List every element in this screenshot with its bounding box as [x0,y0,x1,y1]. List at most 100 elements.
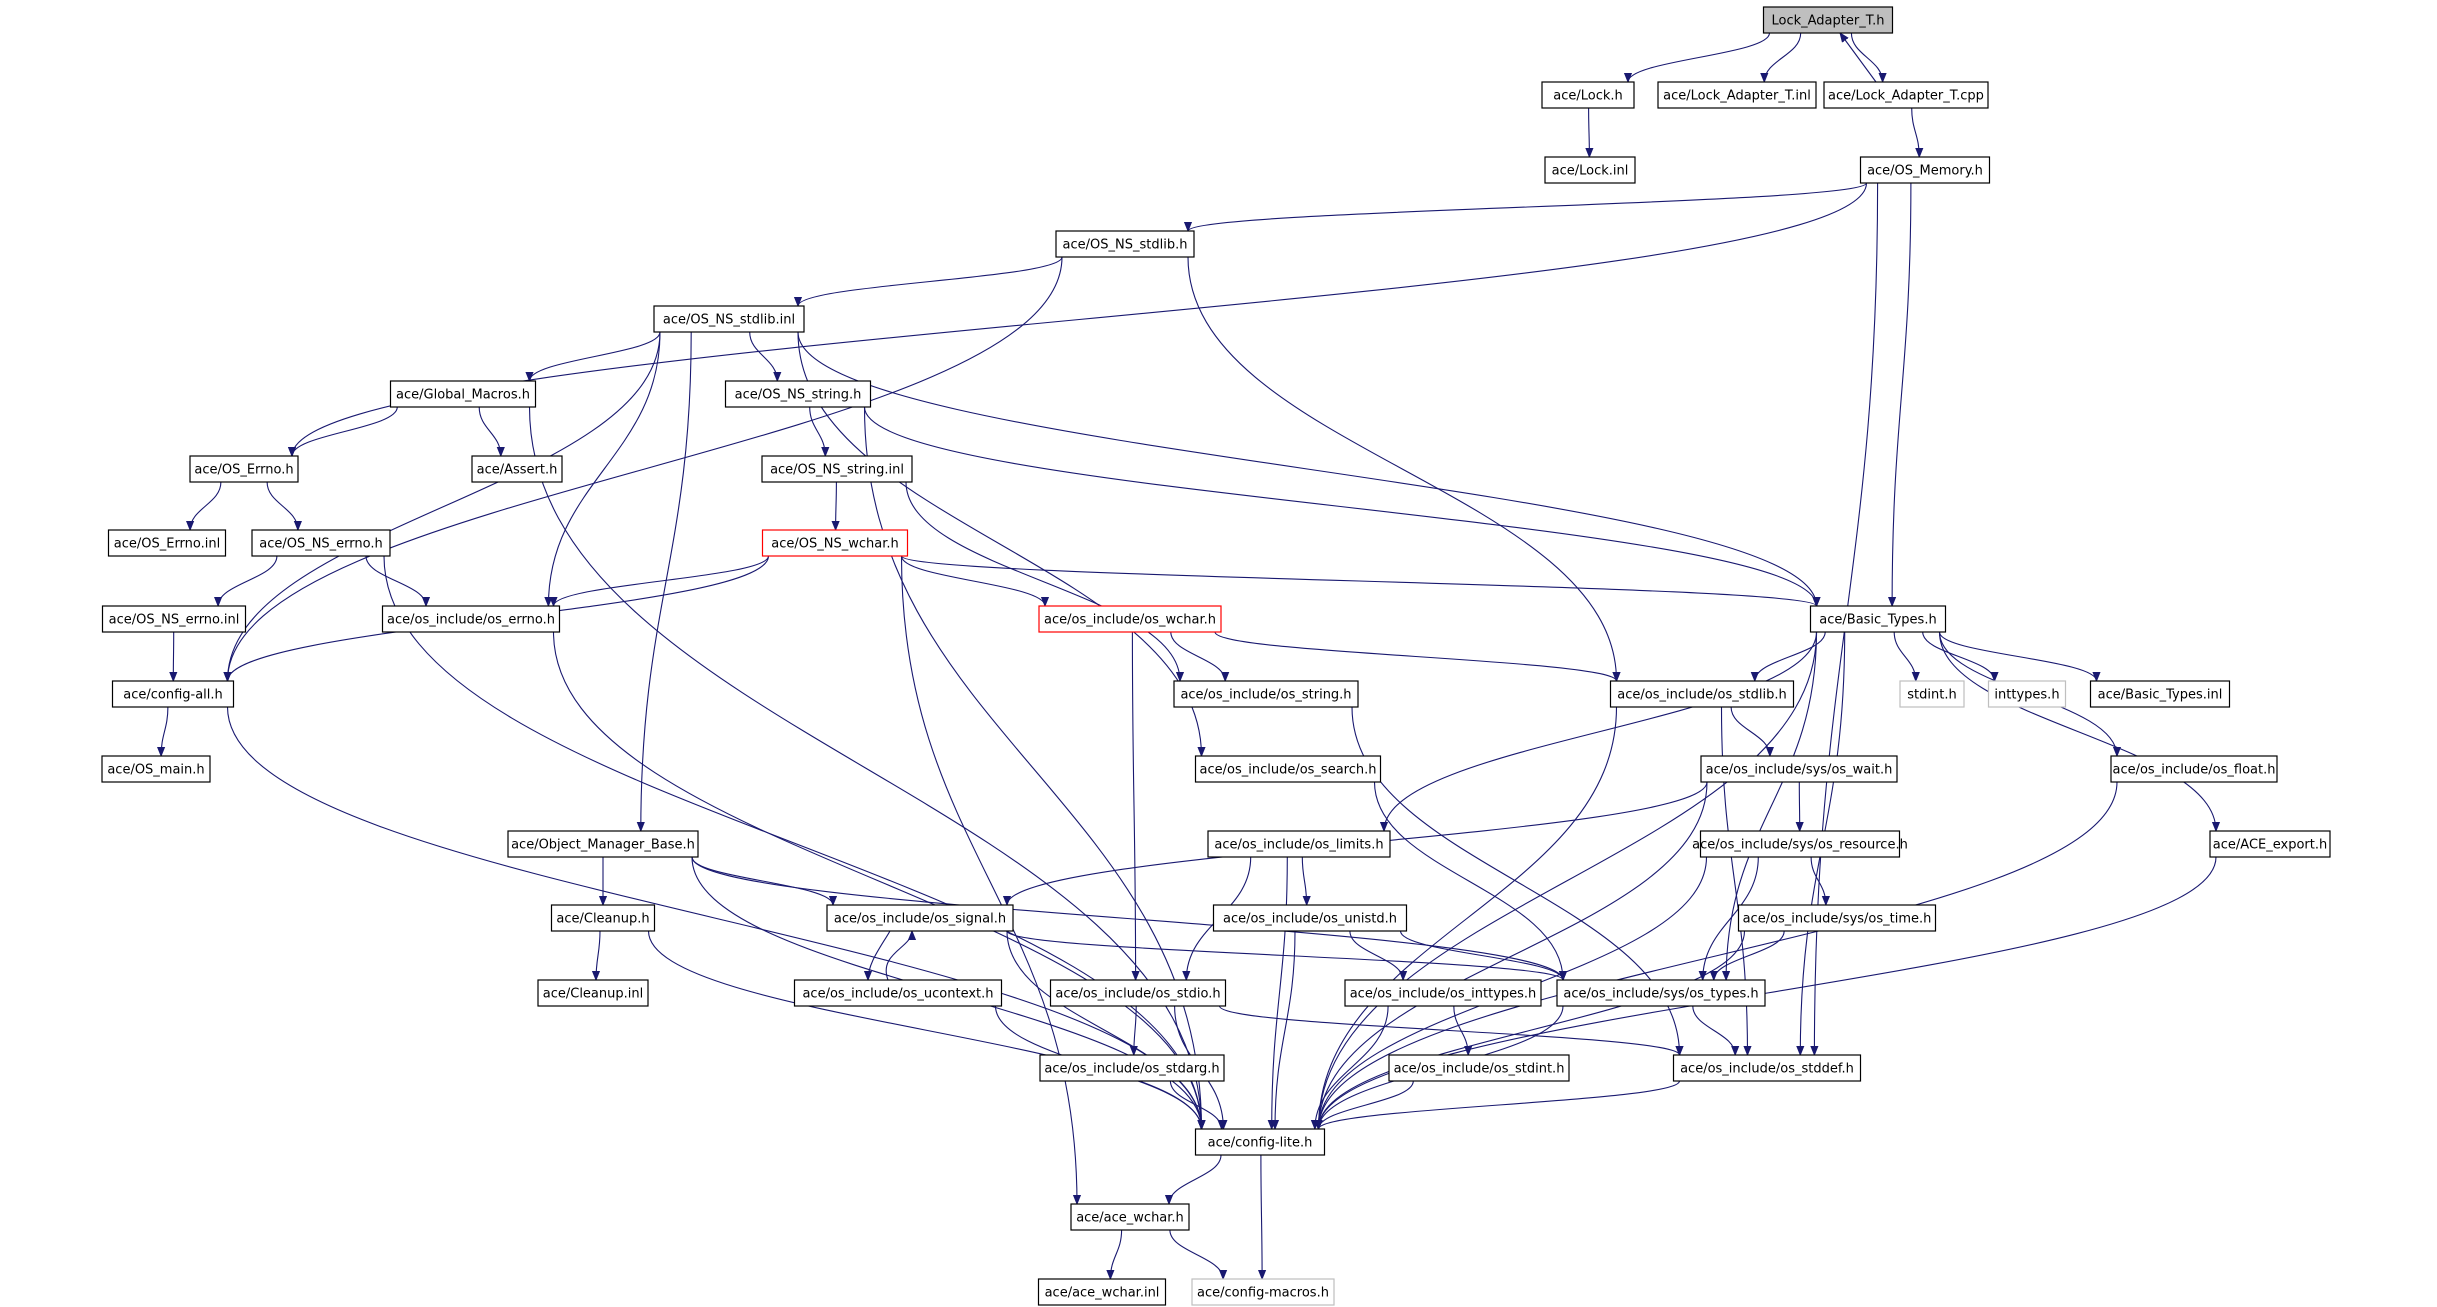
node-n40[interactable]: ace/os_include/os_stdio.h [1049,979,1227,1007]
node-box[interactable] [1544,156,1636,184]
node-n22[interactable]: ace/os_include/os_stdlib.h [1609,680,1795,708]
node-box[interactable] [793,979,1003,1007]
node-box[interactable] [1987,680,2067,708]
node-box[interactable] [1556,979,1766,1007]
node-n45[interactable]: ace/os_include/os_stddef.h [1672,1054,1862,1082]
node-n19[interactable]: ace/Basic_Types.h [1809,605,1947,633]
node-box[interactable] [550,904,656,932]
node-box[interactable] [1194,755,1382,783]
node-n26[interactable]: ace/OS_main.h [101,755,211,783]
node-box[interactable] [1762,6,1894,34]
node-n14[interactable]: ace/OS_NS_errno.h [251,529,391,557]
node-box[interactable] [761,455,913,483]
node-n24[interactable]: inttypes.h [1987,680,2067,708]
node-n5[interactable]: ace/OS_Memory.h [1859,156,1991,184]
node-box[interactable] [1194,1128,1326,1156]
node-n46[interactable]: ace/config-lite.h [1194,1128,1326,1156]
node-box[interactable] [537,979,649,1007]
node-n37[interactable]: ace/os_include/sys/os_time.h [1737,904,1937,932]
node-box[interactable] [111,680,235,708]
node-box[interactable] [1191,1278,1335,1306]
node-n48[interactable]: ace/ace_wchar.inl [1037,1278,1167,1306]
node-box[interactable] [189,455,299,483]
node-n10[interactable]: ace/OS_Errno.h [189,455,299,483]
node-n17[interactable]: ace/os_include/os_errno.h [381,605,561,633]
node-n27[interactable]: ace/os_include/os_search.h [1194,755,1382,783]
node-box[interactable] [1039,1054,1225,1082]
node-n0[interactable]: Lock_Adapter_T.h [1762,6,1894,34]
node-box[interactable] [389,380,537,408]
node-box[interactable] [1388,1054,1570,1082]
node-n9[interactable]: ace/OS_NS_string.h [724,380,872,408]
node-n2[interactable]: ace/Lock_Adapter_T.inl [1657,81,1817,109]
node-box[interactable] [251,529,391,557]
node-box[interactable] [1899,680,1965,708]
node-box[interactable] [724,380,872,408]
node-n49[interactable]: ace/config-macros.h [1191,1278,1335,1306]
node-box[interactable] [826,904,1014,932]
node-n13[interactable]: ace/OS_Errno.inl [107,529,227,557]
node-box[interactable] [1809,605,1947,633]
node-box[interactable] [101,755,211,783]
node-box[interactable] [1207,830,1391,858]
node-n39[interactable]: ace/os_include/os_ucontext.h [793,979,1003,1007]
node-box[interactable] [1700,755,1898,783]
node-n47[interactable]: ace/ace_wchar.h [1070,1203,1190,1231]
node-n32[interactable]: ace/os_include/sys/os_resource.h [1692,830,1908,858]
node-box[interactable] [1657,81,1817,109]
node-box[interactable] [1037,1278,1167,1306]
node-n16[interactable]: ace/OS_NS_errno.inl [101,605,247,633]
node-n30[interactable]: ace/Object_Manager_Base.h [507,830,699,858]
node-n29[interactable]: ace/os_include/os_float.h [2110,755,2278,783]
node-n38[interactable]: ace/Cleanup.inl [537,979,649,1007]
node-n25[interactable]: ace/Basic_Types.inl [2089,680,2231,708]
node-box[interactable] [2089,680,2231,708]
node-n41[interactable]: ace/os_include/os_inttypes.h [1344,979,1542,1007]
node-box[interactable] [1038,605,1222,633]
node-n33[interactable]: ace/ACE_export.h [2209,830,2331,858]
node-box[interactable] [1541,81,1635,109]
node-box[interactable] [1737,904,1937,932]
node-n8[interactable]: ace/Global_Macros.h [389,380,537,408]
node-box[interactable] [761,529,909,557]
node-box[interactable] [1609,680,1795,708]
node-n6[interactable]: ace/OS_NS_stdlib.h [1055,230,1195,258]
node-n20[interactable]: ace/config-all.h [111,680,235,708]
node-box[interactable] [107,529,227,557]
node-n11[interactable]: ace/Assert.h [471,455,563,483]
node-n18[interactable]: ace/os_include/os_wchar.h [1038,605,1222,633]
node-n44[interactable]: ace/os_include/os_stdint.h [1388,1054,1570,1082]
node-n43[interactable]: ace/os_include/os_stdarg.h [1039,1054,1225,1082]
node-box[interactable] [1173,680,1359,708]
node-n21[interactable]: ace/os_include/os_string.h [1173,680,1359,708]
node-box[interactable] [101,605,247,633]
node-box[interactable] [653,305,805,333]
node-box[interactable] [1212,904,1408,932]
node-box[interactable] [1672,1054,1862,1082]
node-n35[interactable]: ace/os_include/os_signal.h [826,904,1014,932]
node-n42[interactable]: ace/os_include/sys/os_types.h [1556,979,1766,1007]
node-n15[interactable]: ace/OS_NS_wchar.h [761,529,909,557]
node-box[interactable] [2110,755,2278,783]
node-n3[interactable]: ace/Lock_Adapter_T.cpp [1823,81,1989,109]
node-box[interactable] [1344,979,1542,1007]
node-box[interactable] [2209,830,2331,858]
node-n4[interactable]: ace/Lock.inl [1544,156,1636,184]
node-box[interactable] [1049,979,1227,1007]
node-box[interactable] [507,830,699,858]
node-n7[interactable]: ace/OS_NS_stdlib.inl [653,305,805,333]
node-n31[interactable]: ace/os_include/os_limits.h [1207,830,1391,858]
node-n23[interactable]: stdint.h [1899,680,1965,708]
node-box[interactable] [471,455,563,483]
node-box[interactable] [1070,1203,1190,1231]
node-box[interactable] [1699,830,1901,858]
node-n12[interactable]: ace/OS_NS_string.inl [761,455,913,483]
node-box[interactable] [1859,156,1991,184]
node-n1[interactable]: ace/Lock.h [1541,81,1635,109]
node-box[interactable] [1055,230,1195,258]
node-box[interactable] [381,605,561,633]
node-n34[interactable]: ace/Cleanup.h [550,904,656,932]
node-box[interactable] [1823,81,1989,109]
node-n28[interactable]: ace/os_include/sys/os_wait.h [1700,755,1898,783]
node-n36[interactable]: ace/os_include/os_unistd.h [1212,904,1408,932]
